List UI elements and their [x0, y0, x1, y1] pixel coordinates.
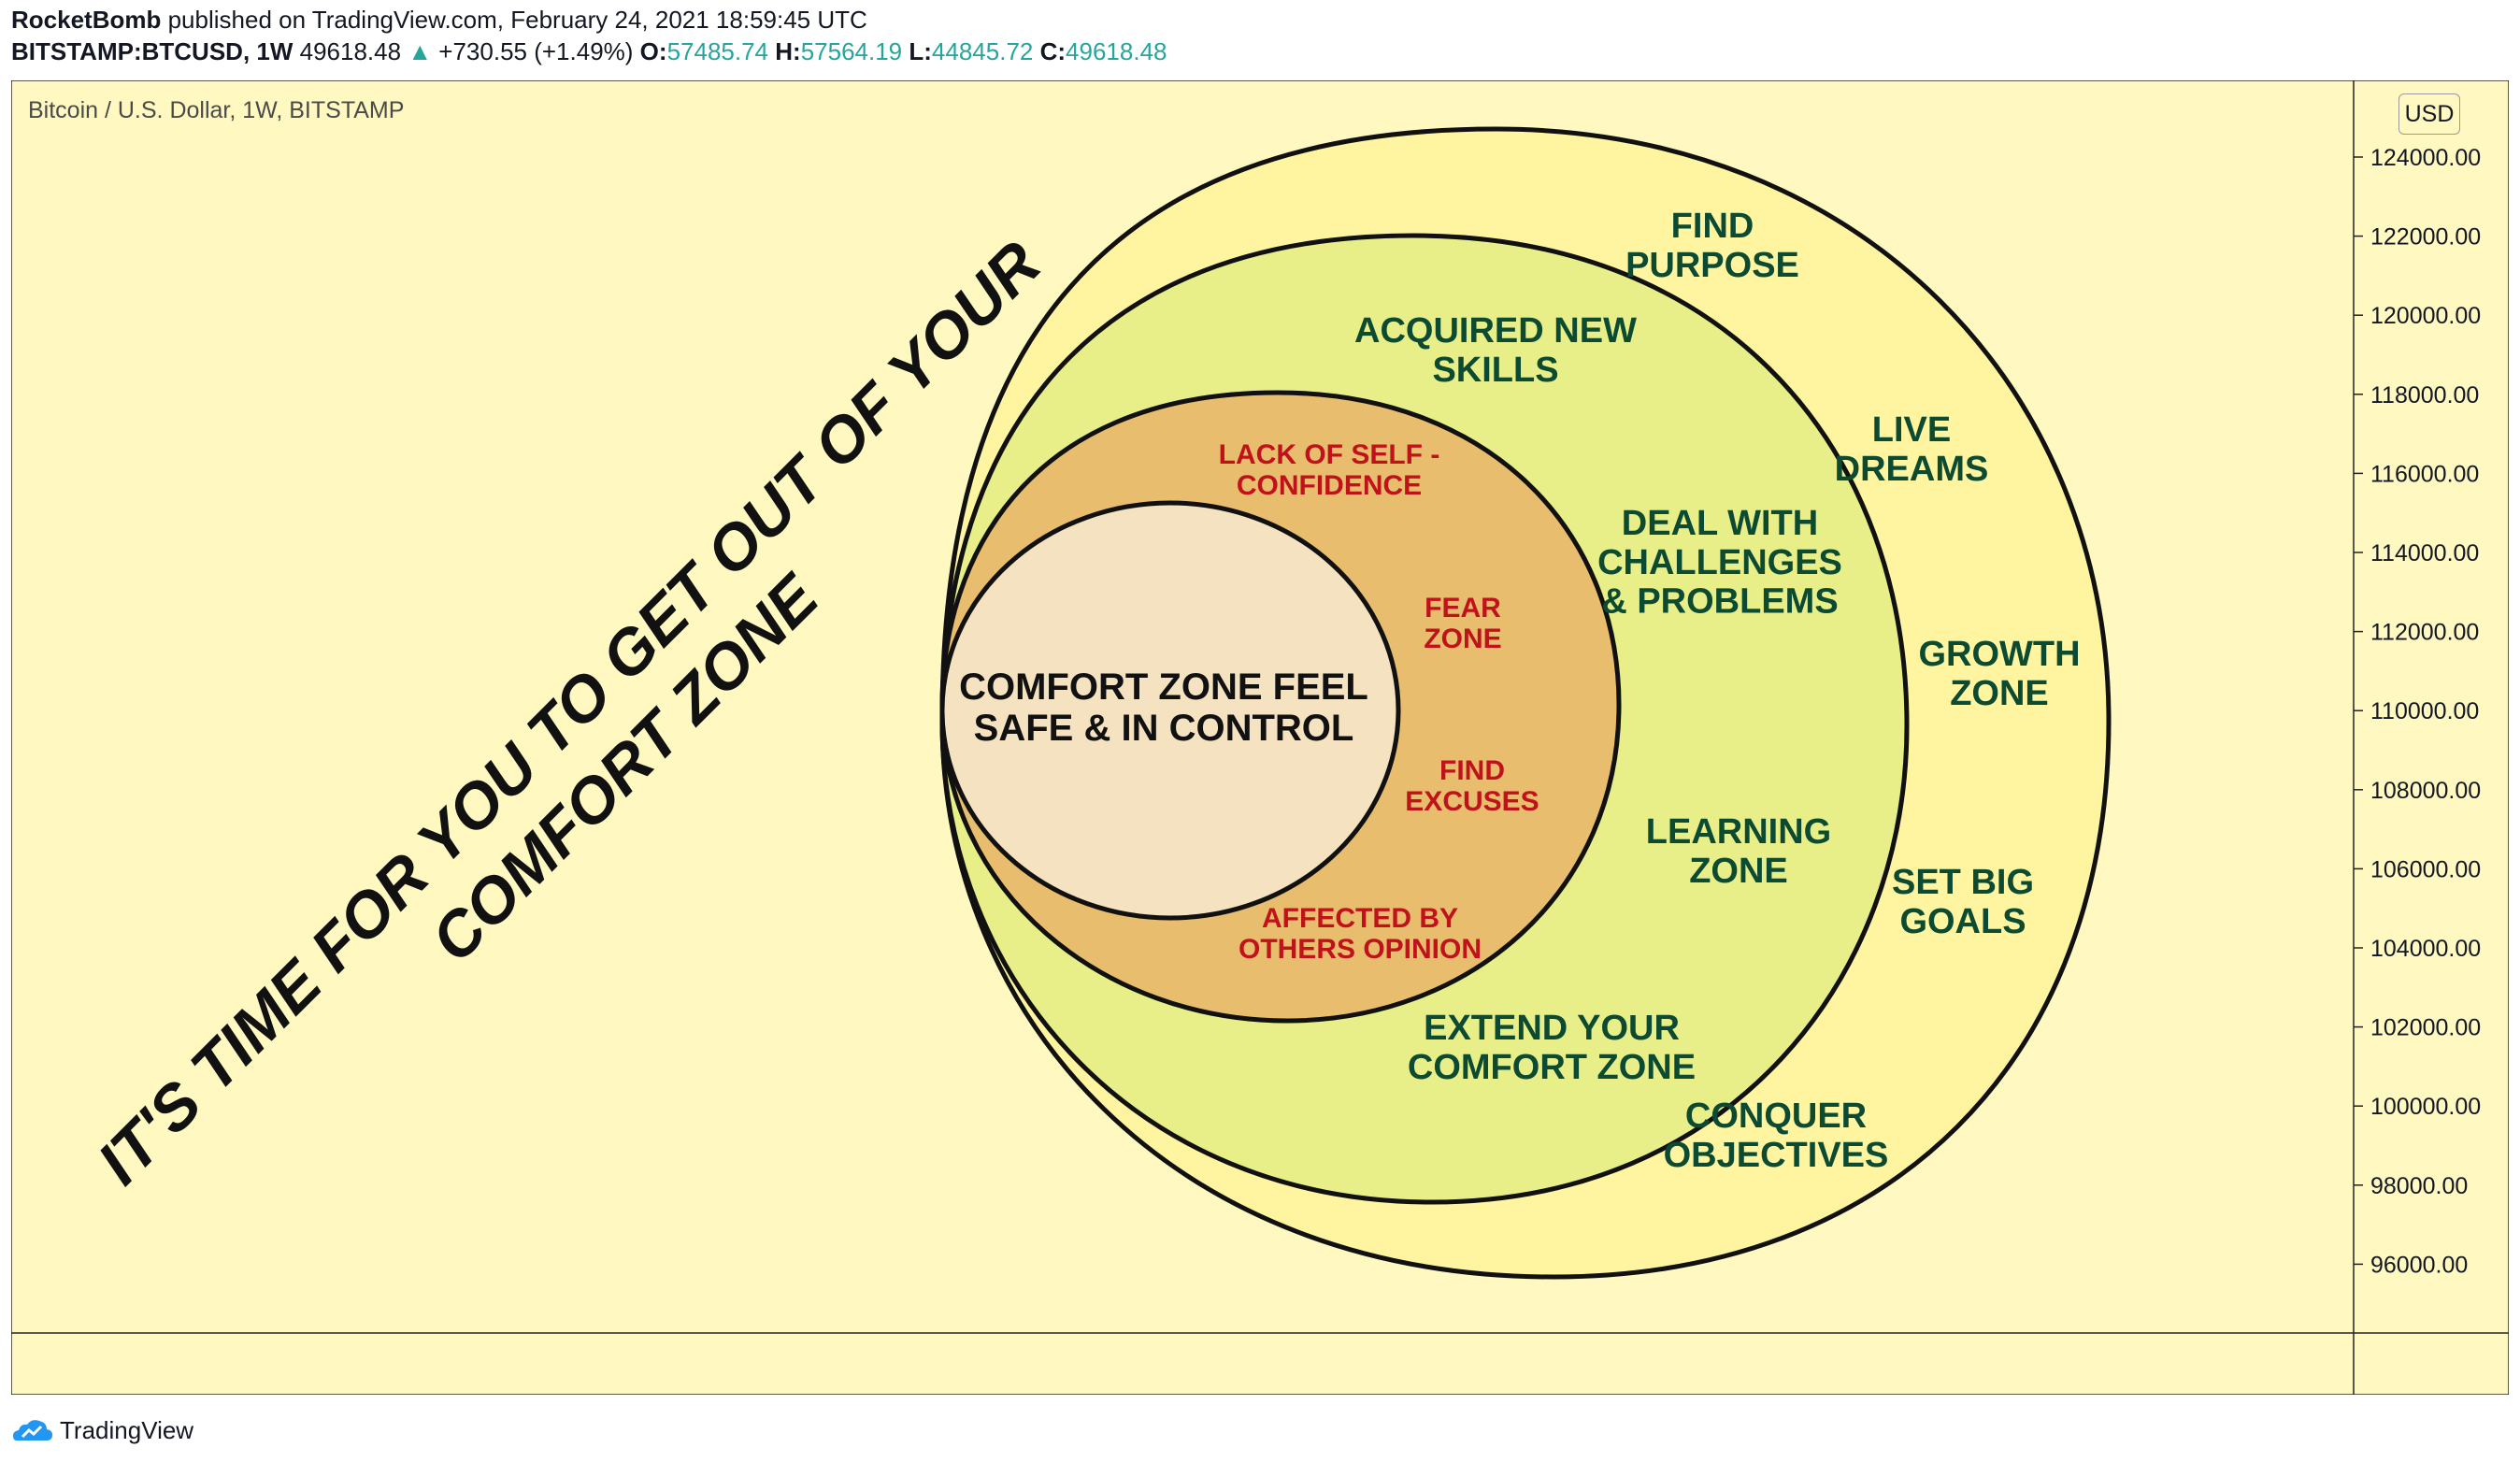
chart-canvas[interactable]: 124000.00 122000.00 120000.00 118000.00 1160… — [11, 80, 2509, 1395]
author-name[interactable]: RocketBomb — [11, 6, 162, 34]
publish-date: published on TradingView.com, February 2… — [167, 6, 867, 34]
last-price: 49618.48 — [299, 37, 402, 65]
symbol-name[interactable]: BITSTAMP:BTCUSD, 1W — [11, 37, 294, 65]
tradingview-logo[interactable]: TradingView — [13, 1413, 193, 1447]
open-label: O: — [639, 37, 667, 65]
up-arrow-icon: ▲ — [408, 37, 433, 65]
price-change: +730.55 (+1.49%) — [438, 37, 634, 65]
symbol-info: BITSTAMP:BTCUSD, 1W 49618.48 ▲ +730.55 (… — [11, 37, 1167, 66]
label-lack-of-confidence: LACK OF SELF -CONFIDENCE — [1219, 439, 1440, 501]
y-tick-label: 118000.00 — [2370, 382, 2479, 408]
y-tick-label: 120000.00 — [2370, 303, 2481, 329]
close-value: 49618.48 — [1066, 37, 1167, 65]
low-label: L: — [909, 37, 932, 65]
y-tick-label: 104000.00 — [2370, 936, 2481, 962]
y-tick-label: 96000.00 — [2370, 1252, 2468, 1278]
y-tick-label: 106000.00 — [2370, 856, 2481, 882]
y-tick-label: 102000.00 — [2370, 1015, 2481, 1041]
y-tick-label: 108000.00 — [2370, 778, 2481, 804]
close-label: C: — [1039, 37, 1067, 65]
tradingview-cloud-icon — [13, 1420, 52, 1440]
y-tick-label: 100000.00 — [2370, 1094, 2481, 1120]
zone-diagram — [939, 126, 2112, 1280]
low-value: 44845.72 — [931, 37, 1034, 65]
y-tick-label: 110000.00 — [2370, 698, 2479, 724]
high-label: H: — [775, 37, 801, 65]
pane-title: Bitcoin / U.S. Dollar, 1W, BITSTAMP — [28, 97, 405, 123]
open-value: 57485.74 — [666, 37, 769, 65]
publish-info: RocketBomb published on TradingView.com,… — [11, 6, 867, 35]
y-tick-label: 98000.00 — [2370, 1173, 2468, 1199]
currency-button[interactable]: USD — [2398, 93, 2460, 135]
y-tick-label: 116000.00 — [2370, 461, 2479, 487]
high-value: 57564.19 — [800, 37, 903, 65]
price-axis[interactable]: 124000.00 122000.00 120000.00 118000.00 1160… — [2354, 145, 2481, 1278]
y-tick-label: 122000.00 — [2370, 224, 2481, 251]
y-tick-label: 124000.00 — [2370, 145, 2481, 171]
tradingview-brand: TradingView — [60, 1415, 194, 1444]
comfort-zone-circle — [939, 500, 1401, 921]
y-tick-label: 112000.00 — [2370, 620, 2479, 646]
y-tick-label: 114000.00 — [2370, 540, 2479, 566]
